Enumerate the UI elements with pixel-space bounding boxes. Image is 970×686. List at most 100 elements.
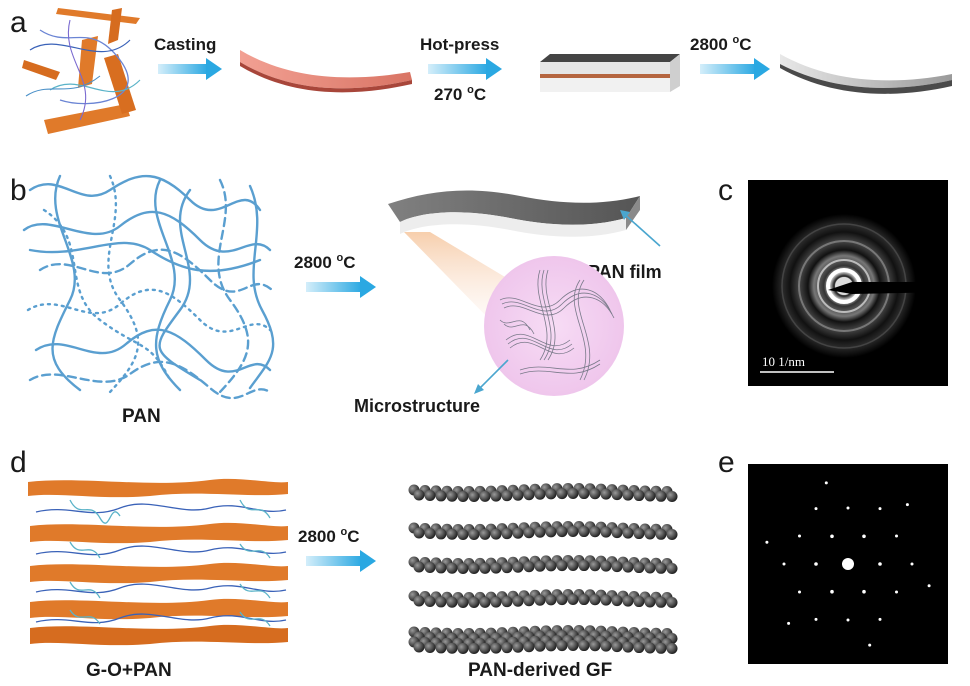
carbon-atom <box>468 490 480 502</box>
diffraction-spot <box>814 617 818 621</box>
carbon-atom <box>556 488 568 500</box>
microstructure-pointer <box>474 359 509 394</box>
carbon-atom <box>490 490 502 502</box>
carbon-atom <box>633 642 645 654</box>
graphitization-temperature-b: 2800 oC <box>294 252 356 272</box>
carbon-atom <box>534 488 546 500</box>
carbon-atom <box>523 641 535 653</box>
panel-letter-d: d <box>10 446 27 479</box>
carbon-atom <box>556 640 568 652</box>
hot-press-stack <box>540 54 680 92</box>
hot-press-temperature: 270 oC <box>434 84 486 104</box>
carbon-atom <box>578 640 590 652</box>
carbon-atom <box>413 489 425 501</box>
panel-letter-b: b <box>10 174 27 207</box>
carbon-atom <box>468 562 480 574</box>
carbon-atom <box>622 561 634 573</box>
carbon-atom <box>633 490 645 502</box>
carbon-atom <box>490 596 502 608</box>
carbon-atom <box>644 562 656 574</box>
diffraction-spot <box>824 481 828 485</box>
carbon-atom <box>435 528 447 540</box>
graphitization-arrow-b <box>306 276 376 298</box>
graphene-layer <box>408 589 678 608</box>
carbon-atom <box>545 560 557 572</box>
diffraction-spot <box>814 562 818 566</box>
carbon-atom <box>578 526 590 538</box>
carbon-atom <box>633 562 645 574</box>
diffraction-spot <box>814 507 818 511</box>
carbon-atom <box>512 527 524 539</box>
carbon-atom <box>545 594 557 606</box>
carbon-atom <box>589 526 601 538</box>
carbon-atom <box>534 526 546 538</box>
panel-letter-c: c <box>718 174 733 207</box>
carbon-atom <box>589 594 601 606</box>
carbon-atom <box>644 490 656 502</box>
graphene-layers <box>408 483 678 654</box>
panel-letter-e: e <box>718 446 735 479</box>
carbon-atom <box>435 562 447 574</box>
carbon-atom <box>446 562 458 574</box>
carbon-atom <box>512 561 524 573</box>
carbon-atom <box>424 527 436 539</box>
carbon-atom <box>578 488 590 500</box>
diffraction-pattern-spots <box>748 464 948 664</box>
diffraction-spot <box>868 643 872 647</box>
diffraction-spot <box>910 562 914 566</box>
diffraction-spot <box>927 584 931 588</box>
carbon-atom <box>523 561 535 573</box>
carbon-atom <box>644 528 656 540</box>
carbon-atom <box>556 560 568 572</box>
diffraction-spot <box>787 621 791 625</box>
carbon-atom <box>446 642 458 654</box>
carbon-atom <box>622 489 634 501</box>
diffraction-spot <box>895 534 898 538</box>
carbon-atom <box>655 642 667 654</box>
carbon-atom <box>578 560 590 572</box>
carbon-atom <box>589 640 601 652</box>
carbon-atom <box>655 596 667 608</box>
carbon-atom <box>622 641 634 653</box>
carbon-atom <box>666 490 678 502</box>
graphitization-temperature-d: 2800 oC <box>298 526 360 546</box>
go-pan-stack-illustration <box>28 478 288 646</box>
pan-film-label: PAN film <box>588 262 662 282</box>
carbon-atom <box>655 490 667 502</box>
carbon-atom <box>457 642 469 654</box>
diffraction-spot <box>782 562 786 566</box>
carbon-atom <box>435 642 447 654</box>
diffraction-spot <box>878 562 882 566</box>
diffraction-pattern-rings <box>748 180 948 386</box>
diffraction-spot <box>878 617 882 621</box>
carbon-atom <box>468 642 480 654</box>
diffraction-spot <box>878 507 882 511</box>
carbon-atom <box>523 489 535 501</box>
carbon-atom <box>413 561 425 573</box>
carbon-atom <box>446 596 458 608</box>
cast-film-salmon <box>240 50 412 93</box>
pan-chains-illustration <box>22 174 275 400</box>
carbon-atom <box>666 642 678 654</box>
carbon-atom <box>567 640 579 652</box>
carbon-atom <box>446 490 458 502</box>
carbon-atom <box>424 561 436 573</box>
hot-press-label: Hot-press <box>420 35 499 54</box>
carbon-atom <box>567 488 579 500</box>
graphite-film-grey <box>780 54 952 94</box>
carbon-atom <box>534 640 546 652</box>
carbon-atom <box>479 596 491 608</box>
carbon-atom <box>611 561 623 573</box>
carbon-atom <box>644 596 656 608</box>
carbon-atom <box>578 594 590 606</box>
casting-label: Casting <box>154 35 216 54</box>
carbon-atom <box>457 596 469 608</box>
central-beam-spot <box>842 558 854 570</box>
carbon-atom <box>633 596 645 608</box>
carbon-atom <box>501 528 513 540</box>
carbon-atom <box>413 595 425 607</box>
carbon-atom <box>567 526 579 538</box>
diffraction-spot <box>798 534 801 538</box>
carbon-atom <box>611 641 623 653</box>
